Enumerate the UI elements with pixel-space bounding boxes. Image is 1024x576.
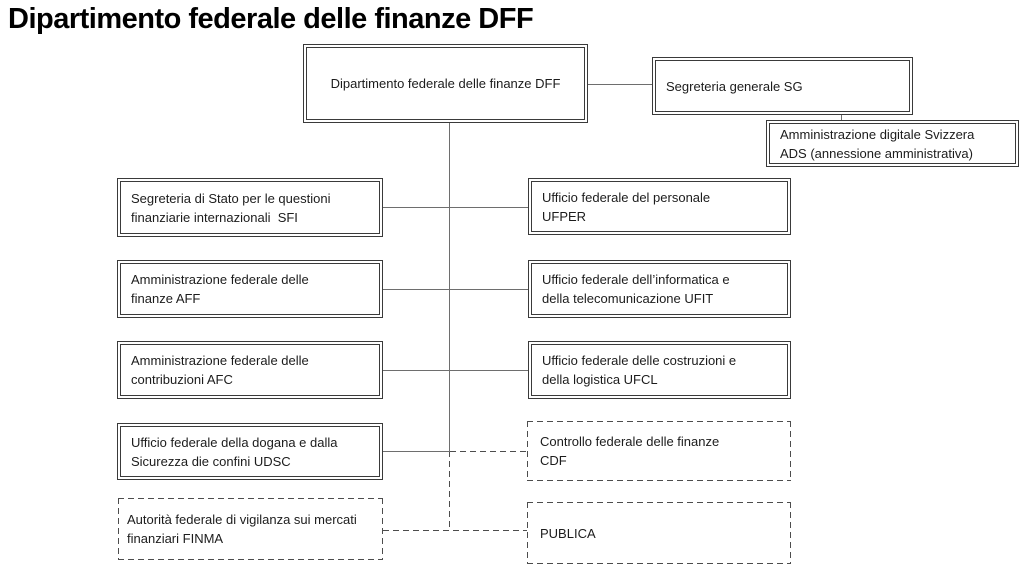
org-box-sfi: Segreteria di Stato per le questioni fin… — [117, 178, 383, 237]
connector-trunk — [449, 123, 450, 451]
connector-root-sg — [588, 84, 652, 85]
page-title: Dipartimento federale delle finanze DFF — [8, 3, 534, 35]
connector-row-udsc — [383, 451, 450, 452]
org-box-label: Dipartimento federale delle finanze DFF — [330, 76, 561, 91]
org-box-label: Ufficio federale delle costruzioni e del… — [542, 353, 737, 387]
org-box-ufit: Ufficio federale dell’informatica e dell… — [528, 260, 791, 318]
org-box-ads: Amministrazione digitale Svizzera ADS (a… — [766, 120, 1019, 167]
org-box-label: Controllo federale delle finanze CDF — [540, 434, 720, 468]
connector-sg-ads — [841, 115, 842, 121]
org-box-cdf: Controllo federale delle finanze CDF — [527, 421, 791, 481]
org-box-label: Ufficio federale dell’informatica e dell… — [542, 272, 730, 306]
org-box-label: Amministrazione digitale Svizzera ADS (a… — [780, 126, 975, 161]
org-box-label: Ufficio federale della dogana e dalla Si… — [131, 434, 338, 469]
org-box-sg: Segreteria generale SG — [652, 57, 913, 115]
org-box-label: Segreteria generale SG — [666, 78, 803, 94]
org-box-label: Amministrazione federale delle finanze A… — [131, 272, 309, 306]
org-box-label: Amministrazione federale delle contribuz… — [131, 353, 309, 387]
org-box-udsc: Ufficio federale della dogana e dalla Si… — [117, 423, 383, 480]
org-box-label: Autorità federale di vigilanza sui merca… — [127, 512, 357, 546]
connector-trunk-dashed — [449, 451, 450, 531]
org-box-dff: Dipartimento federale delle finanze DFF — [303, 44, 588, 123]
connector-row-cdf-dashed — [450, 451, 527, 452]
connector-row-afc-ufcl — [383, 370, 528, 371]
connector-row-aff-ufit — [383, 289, 528, 290]
connector-row-sfi-ufper — [383, 207, 528, 208]
org-box-label: Ufficio federale del personale UFPER — [542, 189, 711, 224]
connector-row-finma-publica-dashed — [383, 530, 527, 531]
org-box-afc: Amministrazione federale delle contribuz… — [117, 341, 383, 399]
org-box-aff: Amministrazione federale delle finanze A… — [117, 260, 383, 318]
org-box-ufcl: Ufficio federale delle costruzioni e del… — [528, 341, 791, 399]
org-box-ufper: Ufficio federale del personale UFPER — [528, 178, 791, 235]
org-box-label: Segreteria di Stato per le questioni fin… — [131, 190, 331, 225]
org-box-label: PUBLICA — [540, 525, 596, 541]
org-box-finma: Autorità federale di vigilanza sui merca… — [118, 498, 383, 560]
org-box-publica: PUBLICA — [527, 502, 791, 564]
